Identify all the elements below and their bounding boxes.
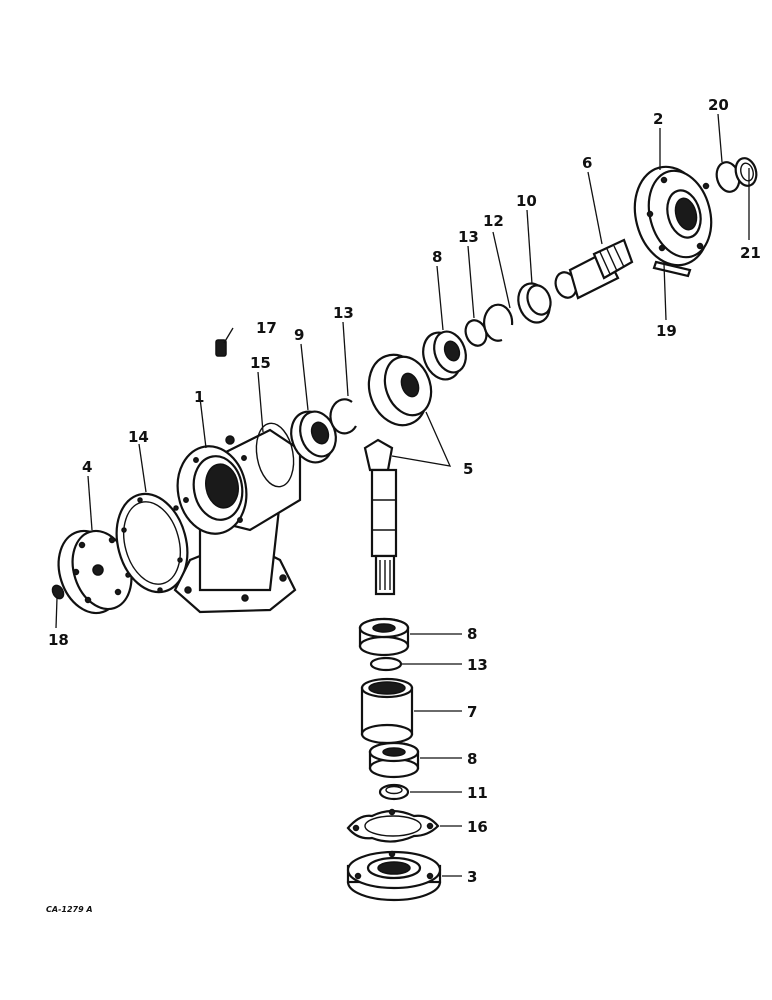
callout-13-left: 13 bbox=[333, 304, 354, 322]
part-6-shaft bbox=[554, 238, 634, 300]
part-10-seal bbox=[517, 282, 552, 324]
part-19-pin bbox=[652, 260, 692, 278]
callout-2: 2 bbox=[653, 110, 663, 128]
callout-1: 1 bbox=[194, 388, 204, 406]
part-7-spacer-sleeve bbox=[360, 677, 414, 745]
callout-10: 10 bbox=[516, 192, 537, 210]
callout-20: 20 bbox=[708, 96, 729, 114]
callout-17: 17 bbox=[256, 319, 277, 337]
callout-19: 19 bbox=[656, 322, 677, 340]
callout-8-lower-2: 8 bbox=[467, 750, 477, 768]
part-18-plug bbox=[51, 584, 65, 600]
callout-4: 4 bbox=[82, 458, 92, 476]
part-13-snap-ring-lower bbox=[369, 656, 403, 672]
reference-code: CA-1279 A bbox=[46, 905, 93, 914]
callout-11: 11 bbox=[467, 784, 488, 802]
callout-12: 12 bbox=[483, 212, 504, 230]
callout-5: 5 bbox=[463, 460, 473, 478]
callout-16: 16 bbox=[467, 818, 488, 836]
part-11-bushing bbox=[378, 783, 410, 801]
callout-18: 18 bbox=[48, 631, 69, 649]
part-9-bearing bbox=[290, 410, 337, 464]
part-2-bearing-housing bbox=[633, 165, 713, 267]
part-8-bearing-upper bbox=[422, 330, 467, 381]
callout-3: 3 bbox=[467, 868, 477, 886]
callout-8-upper: 8 bbox=[432, 248, 442, 266]
part-14-gasket bbox=[115, 492, 189, 594]
callout-labels: 2 20 21 6 10 12 13 8 19 13 9 17 15 1 14 … bbox=[48, 96, 761, 886]
part-5-bevel-gear-set bbox=[363, 353, 433, 596]
part-12-retaining-ring bbox=[483, 303, 514, 342]
part-16-gasket bbox=[346, 808, 440, 843]
callout-14: 14 bbox=[128, 428, 149, 446]
callout-9: 9 bbox=[294, 326, 304, 344]
callout-7: 7 bbox=[467, 703, 477, 721]
callout-6: 6 bbox=[582, 154, 592, 172]
part-13-snap-ring-left bbox=[329, 398, 357, 435]
callout-8-lower-1: 8 bbox=[467, 625, 477, 643]
part-3-bottom-cover bbox=[346, 850, 442, 902]
callout-13-mid: 13 bbox=[458, 228, 479, 246]
callout-15: 15 bbox=[250, 354, 271, 372]
callout-13-lower: 13 bbox=[467, 656, 488, 674]
leader-lines bbox=[55, 113, 750, 877]
part-8-bearing-lower-2 bbox=[368, 741, 420, 779]
part-17-vent-plug bbox=[215, 339, 227, 357]
callout-21: 21 bbox=[740, 244, 761, 262]
part-8-bearing-lower-1 bbox=[358, 617, 410, 657]
part-1-gearbox-housing bbox=[173, 422, 302, 614]
